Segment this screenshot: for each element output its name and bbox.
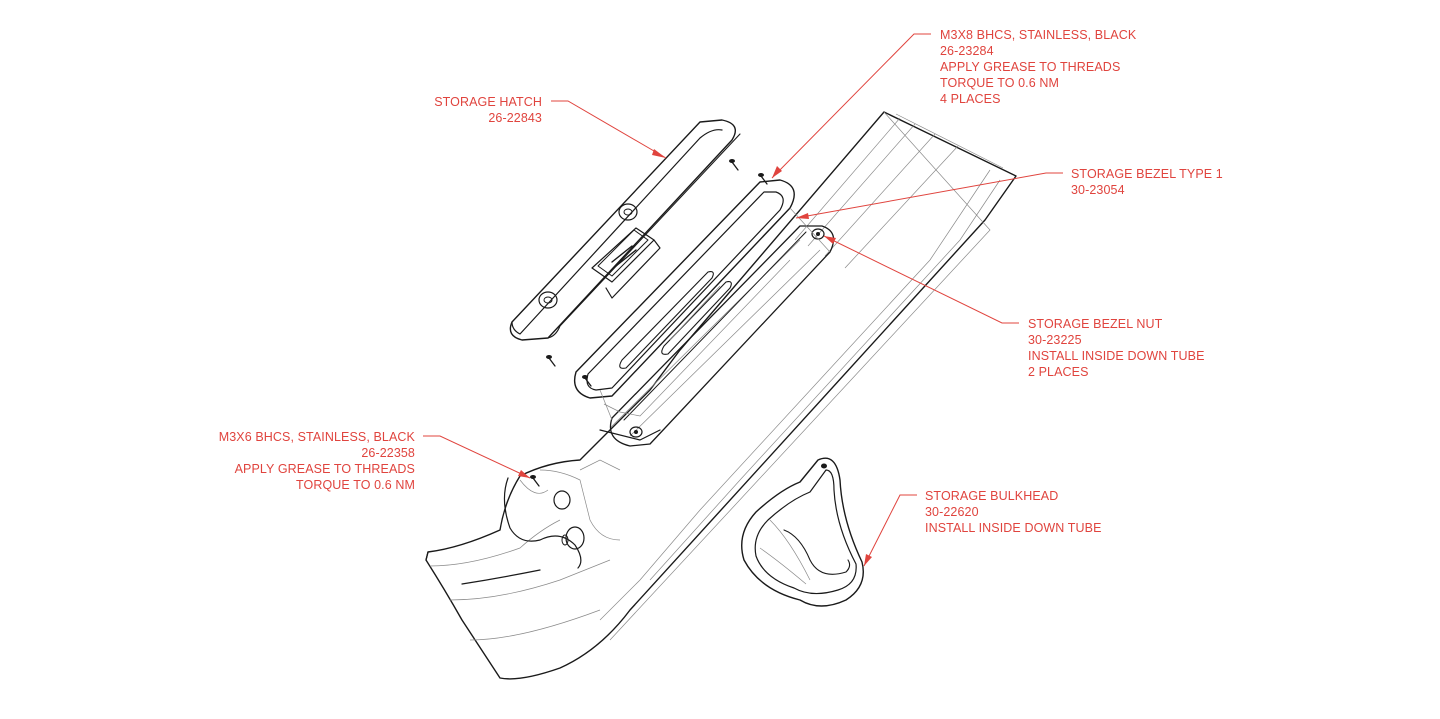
callout-bezel-nut-part: 30-23225 [1028,333,1082,347]
callout-m3x8-screw: M3X8 BHCS, STAINLESS, BLACK 26-23284 APP… [940,27,1136,107]
callout-bezel-type1-name: STORAGE BEZEL TYPE 1 [1071,167,1223,181]
callout-bezel-nut-name: STORAGE BEZEL NUT [1028,317,1163,331]
callout-bezel-nut-note2: 2 PLACES [1028,365,1089,379]
callout-storage-hatch: STORAGE HATCH 26-22843 [420,94,542,126]
leader-lines [423,33,1063,567]
callout-bezel-nut-note1: INSTALL INSIDE DOWN TUBE [1028,349,1205,363]
callout-m3x6-part: 26-22358 [361,446,415,460]
callout-storage-bulkhead: STORAGE BULKHEAD 30-22620 INSTALL INSIDE… [925,488,1102,536]
callout-m3x6-screw: M3X6 BHCS, STAINLESS, BLACK 26-22358 APP… [214,429,415,493]
callout-bulkhead-part: 30-22620 [925,505,979,519]
storage-bezel-nut-part [609,225,835,447]
storage-bezel-type1-part [573,179,831,421]
callout-storage-bezel-type1: STORAGE BEZEL TYPE 1 30-23054 [1071,166,1223,198]
callout-bulkhead-name: STORAGE BULKHEAD [925,489,1059,503]
storage-bulkhead-part [741,457,864,607]
callout-m3x8-note2: TORQUE TO 0.6 NM [940,76,1059,90]
callout-bezel-type1-part: 30-23054 [1071,183,1125,197]
callout-m3x6-name: M3X6 BHCS, STAINLESS, BLACK [218,430,415,444]
callout-m3x8-note3: 4 PLACES [940,92,1001,106]
callout-m3x6-note1: APPLY GREASE TO THREADS [234,462,415,476]
storage-hatch-part [509,119,741,341]
m3x8-screws [546,159,768,387]
callout-m3x6-note2: TORQUE TO 0.6 NM [296,478,415,492]
callout-storage-hatch-part: 26-22843 [488,111,542,125]
callout-storage-bezel-nut: STORAGE BEZEL NUT 30-23225 INSTALL INSID… [1028,316,1205,380]
screw-1 [729,159,739,171]
callout-m3x8-part: 26-23284 [940,44,994,58]
callout-bulkhead-note1: INSTALL INSIDE DOWN TUBE [925,521,1102,535]
down-tube [425,111,1017,680]
screw-3 [546,355,556,367]
callout-m3x8-name: M3X8 BHCS, STAINLESS, BLACK [940,28,1137,42]
callout-storage-hatch-name: STORAGE HATCH [434,95,542,109]
callout-m3x8-note1: APPLY GREASE TO THREADS [940,60,1121,74]
screw-2 [758,173,768,185]
screw-4 [582,375,592,387]
m3x6-screw [530,475,540,487]
